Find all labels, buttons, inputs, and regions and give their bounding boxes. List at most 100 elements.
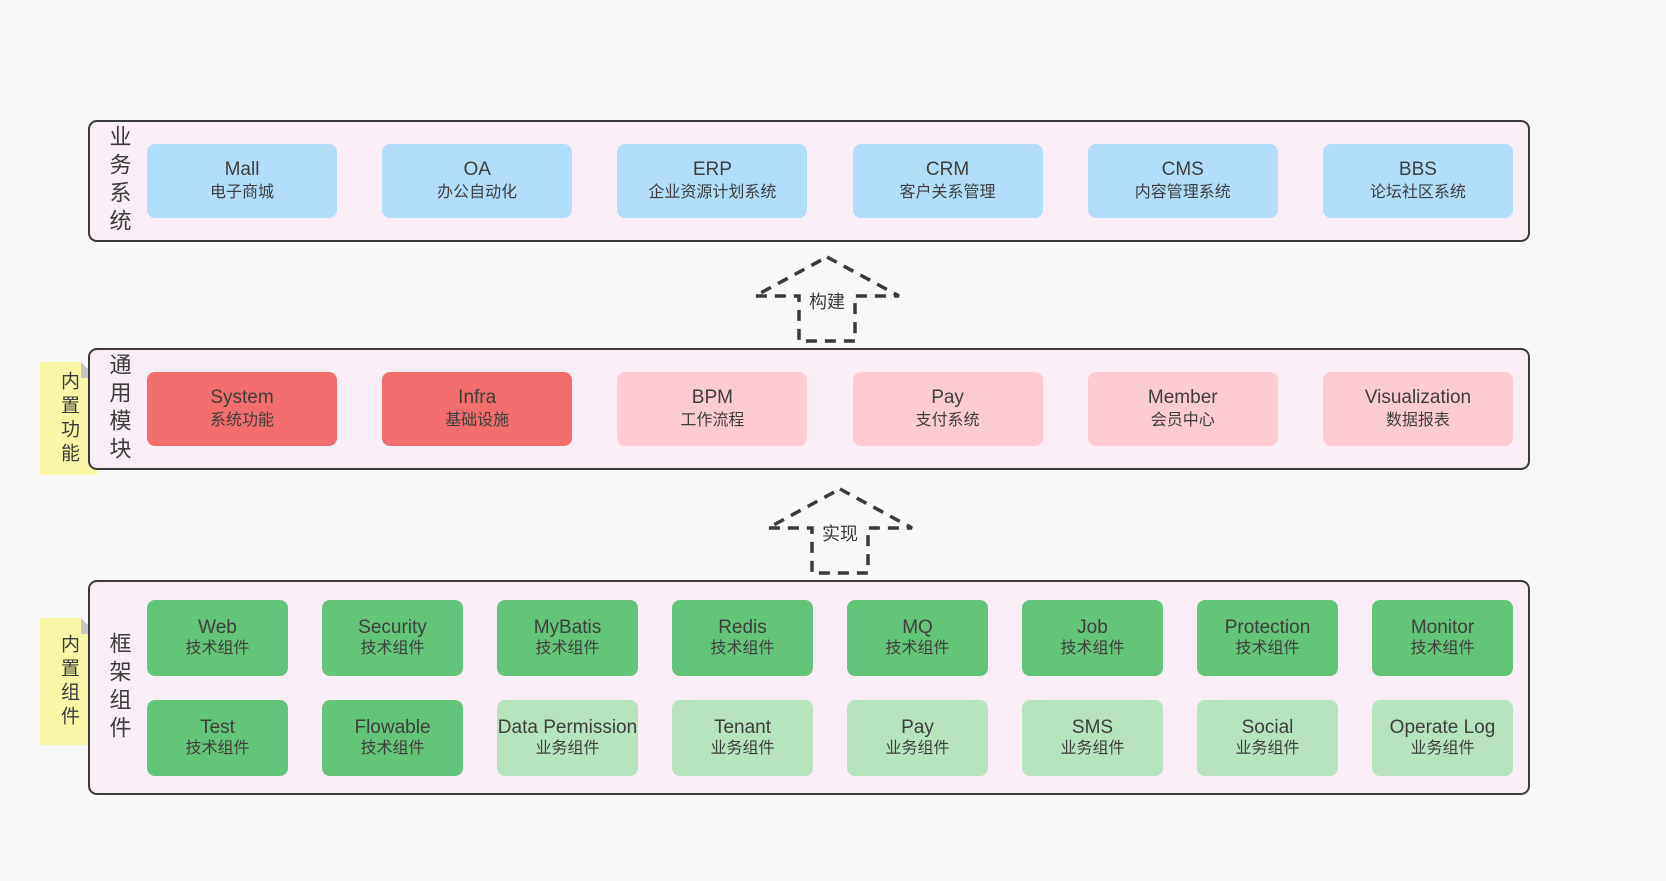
sticky-note-builtin-components-label: 内置组件 [58,633,79,730]
box-desc: 技术组件 [710,640,775,658]
box-name: Web [198,617,237,639]
box-bbs: BBS 论坛社区系统 [1322,144,1513,218]
arrow-implement: 实现 [765,486,915,576]
box-desc: 工作流程 [680,411,745,429]
sticky-note-builtin-features: 内置功能 [40,362,97,475]
box-name: CRM [925,159,970,181]
box-desc: 数据报表 [1385,411,1450,429]
box-desc: 企业资源计划系统 [648,183,777,201]
box-desc: 办公自动化 [437,183,518,201]
box-cms: CMS 内容管理系统 [1087,144,1278,218]
band-framework-components-title: 框架组件 [106,631,132,744]
box-desc: 技术组件 [185,640,250,658]
band-common-modules-boxes: System 系统功能 Infra 基础设施 BPM 工作流程 Pay 支付系统 Member 会… [147,350,1528,468]
box-name: Job [1077,617,1108,639]
sticky-note-builtin-features-label: 内置功能 [58,370,79,467]
box-name: Data Permission [497,717,638,739]
box-name: Infra [458,387,497,409]
box-name: OA [463,159,491,181]
box-name: MyBatis [533,617,602,639]
box-name: Protection [1224,617,1311,639]
box-desc: 业务组件 [885,740,950,758]
box-oa: OA 办公自动化 [382,144,573,218]
box-name: Member [1147,387,1218,409]
box-desc: 基础设施 [445,411,510,429]
box-desc: 技术组件 [1060,640,1125,658]
box-desc: 业务组件 [1060,740,1125,758]
band-business-systems-boxes: Mall 电子商城 OA 办公自动化 ERP 企业资源计划系统 CRM 客户关系管理 CMS 内容… [147,122,1528,240]
box-name: Flowable [354,717,431,739]
box-name: Pay [931,387,964,409]
box-member: Member 会员中心 [1087,372,1278,446]
arrow-build-label: 构建 [806,287,848,315]
box-crm: CRM 客户关系管理 [852,144,1043,218]
box-desc: 技术组件 [885,640,950,658]
box-desc: 技术组件 [360,740,425,758]
box-row: Mall 电子商城 OA 办公自动化 ERP 企业资源计划系统 CRM 客户关系管理 CMS 内容… [147,144,1513,218]
box-name: BPM [691,387,733,409]
box-desc: 业务组件 [1410,740,1475,758]
box-desc: 内容管理系统 [1134,183,1231,201]
box-desc: 客户关系管理 [899,183,996,201]
box-desc: 支付系统 [915,411,980,429]
box-name: Redis [718,617,767,639]
box-visualization: Visualization 数据报表 [1322,372,1513,446]
box-desc: 系统功能 [209,411,274,429]
box-desc: 业务组件 [1235,740,1300,758]
box-desc: 技术组件 [1410,640,1475,658]
box-desc: 电子商城 [209,183,274,201]
box-name: Social [1241,717,1294,739]
box-name: ERP [692,159,732,181]
box-desc: 技术组件 [535,640,600,658]
box-bpm: BPM 工作流程 [617,372,808,446]
box-name: Tenant [713,717,772,739]
box-desc: 会员中心 [1150,411,1215,429]
box-infra: Infra 基础设施 [382,372,573,446]
box-name: Pay [901,717,934,739]
band-business-systems: 业务系统 Mall 电子商城 OA 办公自动化 ERP 企业资源计划系统 CRM 客户关系管理… [88,120,1530,242]
box-name: Security [358,617,427,639]
box-desc: 技术组件 [185,740,250,758]
box-name: Mall [224,159,260,181]
box-erp: ERP 企业资源计划系统 [617,144,808,218]
box-name: Operate Log [1389,717,1496,739]
box-name: SMS [1071,717,1114,739]
box-pay: Pay 支付系统 [852,372,1043,446]
box-desc: 技术组件 [1235,640,1300,658]
box-name: BBS [1398,159,1437,181]
box-system: System 系统功能 [147,372,337,446]
box-desc: 技术组件 [360,640,425,658]
box-name: CMS [1161,159,1204,181]
box-name: Visualization [1364,387,1472,409]
box-name: System [210,387,274,409]
box-mall: Mall 电子商城 [147,144,337,218]
box-desc: 业务组件 [710,740,775,758]
box-row: System 系统功能 Infra 基础设施 BPM 工作流程 Pay 支付系统 Member 会… [147,372,1513,446]
band-business-systems-title: 业务系统 [106,125,132,237]
arrow-build: 构建 [752,254,902,344]
box-desc: 论坛社区系统 [1369,183,1466,201]
box-name: Monitor [1410,617,1475,639]
box-name: MQ [902,617,933,639]
